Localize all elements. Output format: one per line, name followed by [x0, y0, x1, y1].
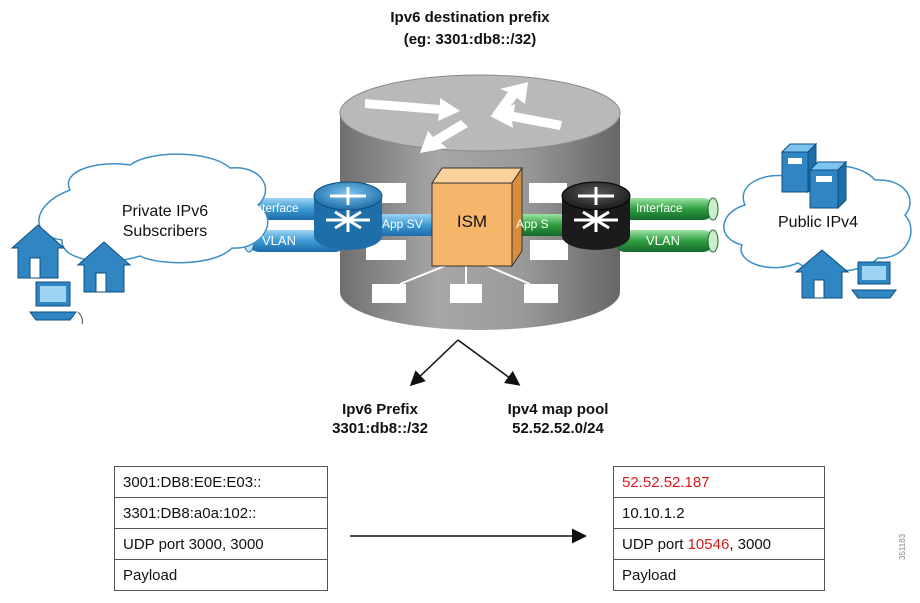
left-cloud-line-2: Subscribers [122, 223, 208, 240]
right-cloud-label: Public IPv4 [778, 214, 859, 231]
packet-src-address: 52.52.52.187 [613, 466, 825, 498]
udp-port-prefix: UDP port [622, 535, 688, 553]
right-vlan-pipe [614, 229, 719, 253]
packet-payload: Payload [613, 559, 825, 591]
ipv6-packet-table: 3001:DB8:E0E:E03:: 3301:DB8:a0a:102:: UD… [114, 466, 328, 591]
right-interface-label: Interface [636, 201, 683, 215]
right-app-label: App S [516, 217, 549, 231]
left-app-label: App SV [382, 217, 423, 231]
ipv4-pool-title: Ipv4 map pool [507, 401, 609, 418]
split-arrows [409, 339, 521, 387]
private-ipv6-cloud [38, 153, 269, 264]
ipv4-packet-table: 52.52.52.187 10.10.1.2 UDP port 10546, 3… [613, 466, 825, 591]
left-interface-label: Interface [252, 201, 299, 215]
packet-udp-ports: UDP port 10546, 3000 [613, 528, 825, 560]
ism-label: ISM [456, 212, 488, 231]
right-interface-pipe [614, 197, 719, 221]
blue-router-icon [313, 181, 383, 250]
table-row: 10.10.1.2 [613, 497, 825, 529]
left-cloud-line-1: Private IPv6 [121, 203, 209, 220]
computer-icon [851, 261, 897, 299]
computer-icon [29, 281, 83, 325]
packet-dst-address: 10.10.1.2 [613, 497, 825, 529]
top-arrows-icon [365, 82, 562, 153]
table-row: Payload [613, 559, 825, 591]
left-app-pipe [370, 214, 440, 236]
packet-payload: Payload [114, 559, 328, 591]
dark-router-icon [561, 181, 631, 250]
ipv4-pool-value: 52.52.52.0/24 [512, 420, 604, 437]
table-row: UDP port 3000, 3000 [114, 528, 328, 560]
ism-module-box [431, 166, 523, 268]
table-row: 3301:DB8:a0a:102:: [114, 497, 328, 529]
translated-port: 10546 [687, 535, 730, 553]
title-line-1: Ipv6 destination prefix [390, 9, 550, 26]
house-icon [794, 249, 850, 299]
ipv6-prefix-title: Ipv6 Prefix [342, 401, 418, 418]
packet-dst-address: 3301:DB8:a0a:102:: [114, 497, 328, 529]
right-vlan-label: VLAN [646, 233, 680, 248]
packet-src-address: 3001:DB8:E0E:E03:: [114, 466, 328, 498]
udp-port-suffix: , 3000 [729, 535, 772, 553]
figure-id: 351183 [898, 533, 907, 560]
packet-udp-ports: UDP port 3000, 3000 [114, 528, 328, 560]
table-row: UDP port 10546, 3000 [613, 528, 825, 560]
table-row: Payload [114, 559, 328, 591]
right-app-pipe [508, 214, 578, 236]
house-icon [76, 241, 132, 293]
ipv6-prefix-value: 3301:db8::/32 [332, 420, 428, 437]
left-vlan-label: VLAN [262, 233, 296, 248]
title-line-2: (eg: 3301:db8::/32) [403, 31, 537, 48]
table-row: 52.52.52.187 [613, 466, 825, 498]
house-icon [10, 224, 66, 279]
card-connector-lines [399, 264, 531, 285]
table-row: 3001:DB8:E0E:E03:: [114, 466, 328, 498]
server-icon [808, 160, 848, 210]
